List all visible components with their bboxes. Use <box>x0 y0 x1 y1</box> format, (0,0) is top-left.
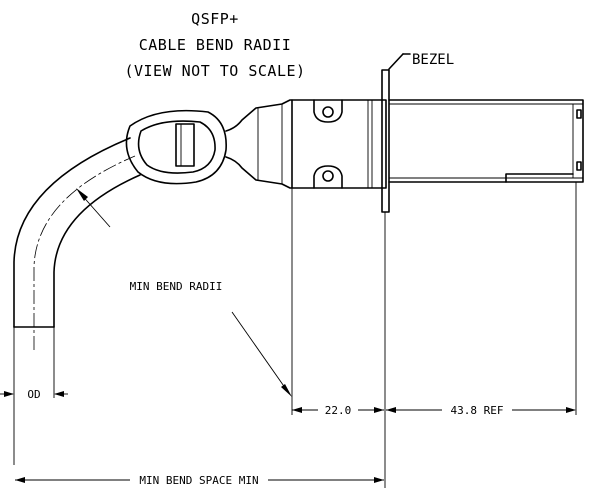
dim-22-0: 22.0 <box>292 404 384 417</box>
pull-tab-loop <box>125 109 227 185</box>
title-line-3: (VIEW NOT TO SCALE) <box>124 62 305 80</box>
od-label: OD <box>27 388 40 401</box>
latch-clip-top <box>313 99 343 123</box>
min-bend-space-label: MIN BEND SPACE MIN <box>139 474 258 487</box>
dim-43-8-ref: 43.8 REF <box>386 404 576 417</box>
latch-clip-bottom <box>313 165 343 189</box>
title-line-1: QSFP+ <box>191 10 239 28</box>
dim-43-8-label: 43.8 REF <box>451 404 504 417</box>
bezel-plate: BEZEL <box>381 52 454 213</box>
connector-body <box>225 99 387 189</box>
bent-cable <box>13 137 141 465</box>
dim-22-0-label: 22.0 <box>325 404 352 417</box>
title-line-2: CABLE BEND RADII <box>139 36 292 54</box>
bezel-label: BEZEL <box>412 52 454 68</box>
module-cage <box>388 99 584 183</box>
min-bend-space-dimension: MIN BEND SPACE MIN <box>15 474 384 487</box>
od-dimension: OD <box>0 388 68 401</box>
bend-radius-leader: MIN BEND RADII <box>76 188 292 397</box>
extension-lines <box>291 182 577 488</box>
min-bend-radii-label: MIN BEND RADII <box>130 280 223 293</box>
